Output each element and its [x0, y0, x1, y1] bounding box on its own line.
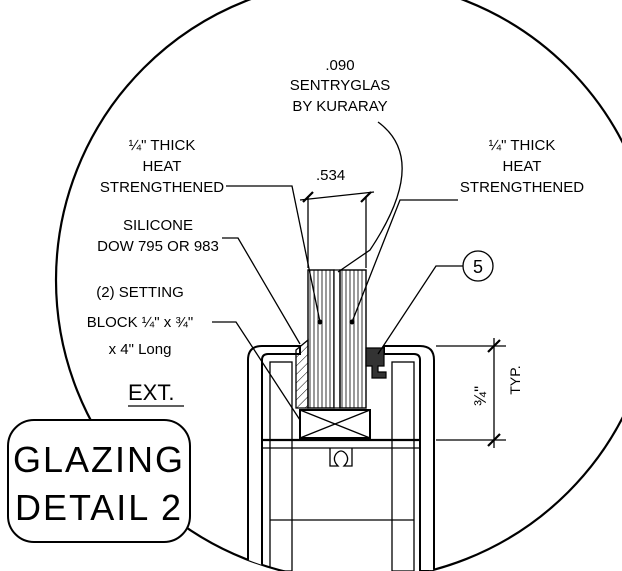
typ-text: TYP. [507, 365, 523, 394]
mullion-inner-right [391, 361, 415, 571]
detail-boundary-circle [54, 0, 622, 571]
silicone-seal [295, 338, 309, 409]
title-line-2: DETAIL 2 [15, 487, 183, 528]
bite-dim-text: ¾" [471, 386, 490, 406]
svg-text:DOW 795 OR 983: DOW 795 OR 983 [97, 238, 219, 255]
glass-left-leader [226, 185, 321, 323]
svg-text:¼" THICK: ¼" THICK [489, 137, 556, 154]
glass-right-leader [351, 199, 458, 323]
svg-text:SENTRYGLAS: SENTRYGLAS [290, 77, 391, 94]
silicone-label: SILICONE DOW 795 OR 983 [97, 217, 219, 255]
interior-gasket [365, 347, 387, 379]
bite-dim-tick-bot [487, 433, 501, 447]
glass-right-label: ¼" THICK HEAT STRENGTHENED [460, 137, 584, 196]
svg-text:SILICONE: SILICONE [123, 217, 193, 234]
svg-text:HEAT: HEAT [503, 158, 542, 175]
svg-text:.090: .090 [325, 57, 354, 74]
svg-text:¼" THICK: ¼" THICK [129, 137, 196, 154]
setting-block-x2 [299, 409, 371, 439]
svg-text:STRENGTHENED: STRENGTHENED [100, 179, 224, 196]
title-box [7, 419, 191, 543]
interlayer-label: .090 SENTRYGLAS BY KURARAY [290, 57, 391, 115]
callout-number: 5 [473, 257, 483, 277]
section-geometry [247, 269, 435, 571]
svg-text:BLOCK ¼" x ¾": BLOCK ¼" x ¾" [87, 314, 194, 331]
setting-block-leader [212, 321, 301, 421]
exterior-label: EXT. [128, 380, 174, 405]
bite-dim-tick-top [487, 339, 501, 353]
dim-tick-right [360, 191, 372, 203]
silicone-leader [222, 237, 301, 345]
title-line-1: GLAZING [13, 439, 185, 480]
interlayer [333, 269, 341, 409]
glass-right-leader-dot [349, 319, 355, 325]
setting-block-label: (2) SETTING BLOCK ¼" x ¾" x 4" Long [87, 284, 194, 358]
glass-lite-right [339, 269, 367, 409]
dim-tick-left [302, 191, 314, 203]
svg-text:BY KURARAY: BY KURARAY [292, 98, 387, 115]
glass-lite-left [307, 269, 335, 409]
glass-left-leader-dot [317, 319, 323, 325]
interlayer-leader [337, 121, 403, 273]
callout-leader [377, 265, 463, 355]
svg-text:STRENGTHENED: STRENGTHENED [460, 179, 584, 196]
dim-line [299, 191, 375, 201]
svg-text:(2) SETTING: (2) SETTING [96, 284, 184, 301]
screw-spline [329, 448, 353, 467]
dim-text: .534 [316, 167, 345, 184]
svg-text:HEAT: HEAT [143, 158, 182, 175]
glass-left-label: ¼" THICK HEAT STRENGTHENED [100, 137, 224, 196]
svg-text:x 4" Long: x 4" Long [109, 341, 172, 358]
mullion-inner-left [269, 361, 293, 571]
